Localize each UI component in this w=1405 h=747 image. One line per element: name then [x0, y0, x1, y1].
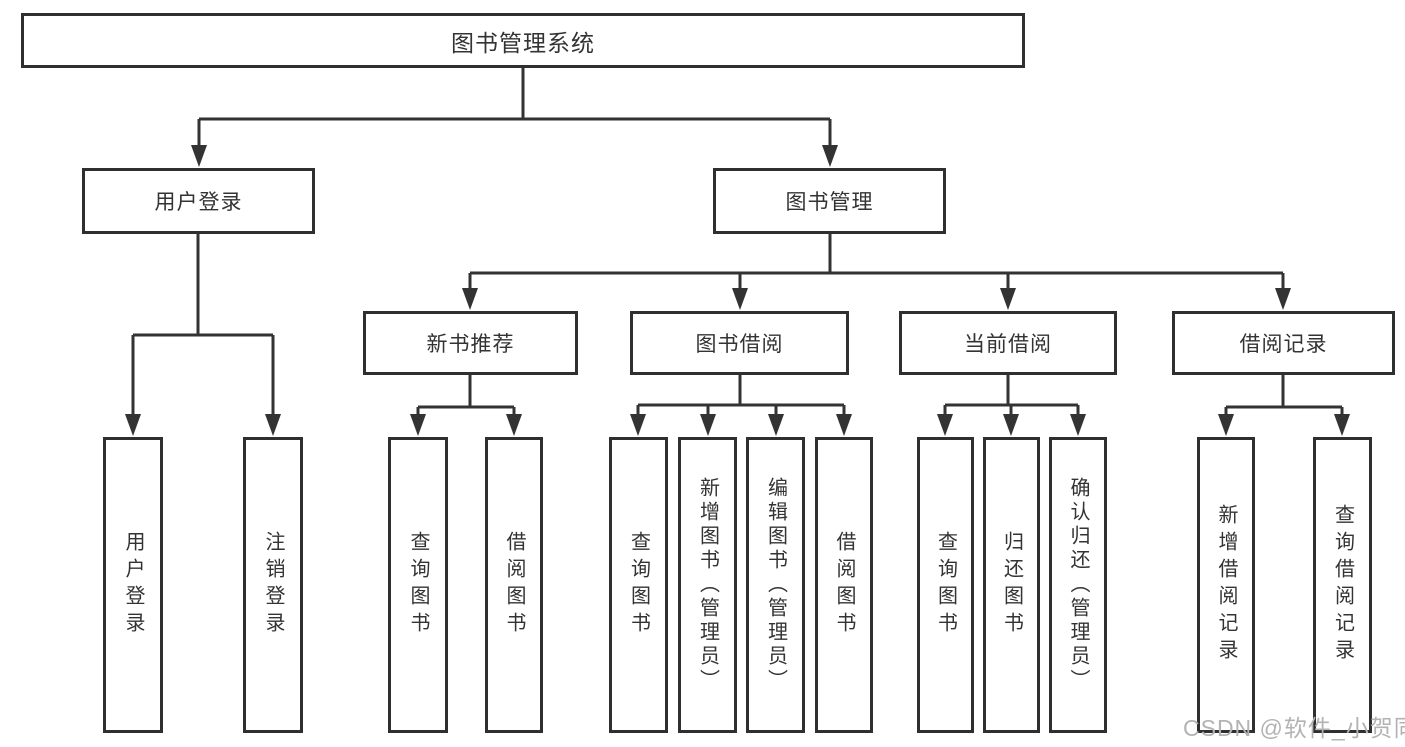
node-rec-add-record-label: 新增借阅记录	[1215, 504, 1237, 666]
node-nb-borrow-book: 借阅图书	[485, 437, 543, 733]
watermark-text: CSDN @软件_小贺同学	[1183, 715, 1405, 741]
node-borrow-record-label: 借阅记录	[1239, 333, 1328, 356]
node-root: 图书管理系统	[21, 13, 1025, 68]
node-nb-query-book-label: 查询图书	[407, 531, 429, 639]
node-rec-query-record: 查询借阅记录	[1313, 437, 1372, 733]
node-nb-borrow-book-label: 借阅图书	[503, 531, 525, 639]
node-nb-query-book: 查询图书	[388, 437, 448, 733]
node-cur-return-book: 归还图书	[983, 437, 1040, 733]
node-cur-query-book-label: 查询图书	[934, 531, 957, 639]
node-logout-label: 注销登录	[262, 531, 284, 639]
node-cur-confirm-return-admin-label: 确认归还（管理员）	[1067, 477, 1089, 693]
node-user-login: 用户登录	[103, 437, 163, 733]
node-user-login-label: 用户登录	[122, 531, 144, 639]
node-current-borrow-label: 当前借阅	[964, 333, 1052, 356]
node-bb-query-book: 查询图书	[609, 437, 668, 733]
node-cur-return-book-label: 归还图书	[1000, 531, 1023, 639]
node-borrow-record: 借阅记录	[1172, 311, 1395, 375]
node-user-login-branch-label: 用户登录	[154, 191, 243, 214]
node-new-book-recommend-label: 新书推荐	[426, 333, 515, 356]
node-user-login-branch: 用户登录	[82, 168, 315, 234]
node-cur-confirm-return-admin: 确认归还（管理员）	[1049, 437, 1107, 733]
node-root-label: 图书管理系统	[451, 29, 595, 56]
node-bb-query-book-label: 查询图书	[627, 531, 650, 639]
node-bb-borrow-book-label: 借阅图书	[833, 531, 855, 639]
node-book-borrow-label: 图书借阅	[695, 333, 784, 356]
node-rec-query-record-label: 查询借阅记录	[1331, 504, 1354, 666]
node-bb-edit-book-admin: 编辑图书（管理员）	[746, 437, 805, 733]
node-bb-add-book-admin: 新增图书（管理员）	[678, 437, 737, 733]
node-current-borrow: 当前借阅	[899, 311, 1117, 375]
node-bb-borrow-book: 借阅图书	[815, 437, 873, 733]
node-bb-edit-book-admin-label: 编辑图书（管理员）	[764, 477, 787, 693]
node-rec-add-record: 新增借阅记录	[1197, 437, 1255, 733]
node-book-borrow: 图书借阅	[630, 311, 849, 375]
node-book-management: 图书管理	[713, 168, 946, 234]
node-book-management-label: 图书管理	[785, 191, 874, 214]
node-bb-add-book-admin-label: 新增图书（管理员）	[696, 477, 719, 693]
node-new-book-recommend: 新书推荐	[363, 311, 578, 375]
node-cur-query-book: 查询图书	[917, 437, 974, 733]
node-logout: 注销登录	[243, 437, 303, 733]
